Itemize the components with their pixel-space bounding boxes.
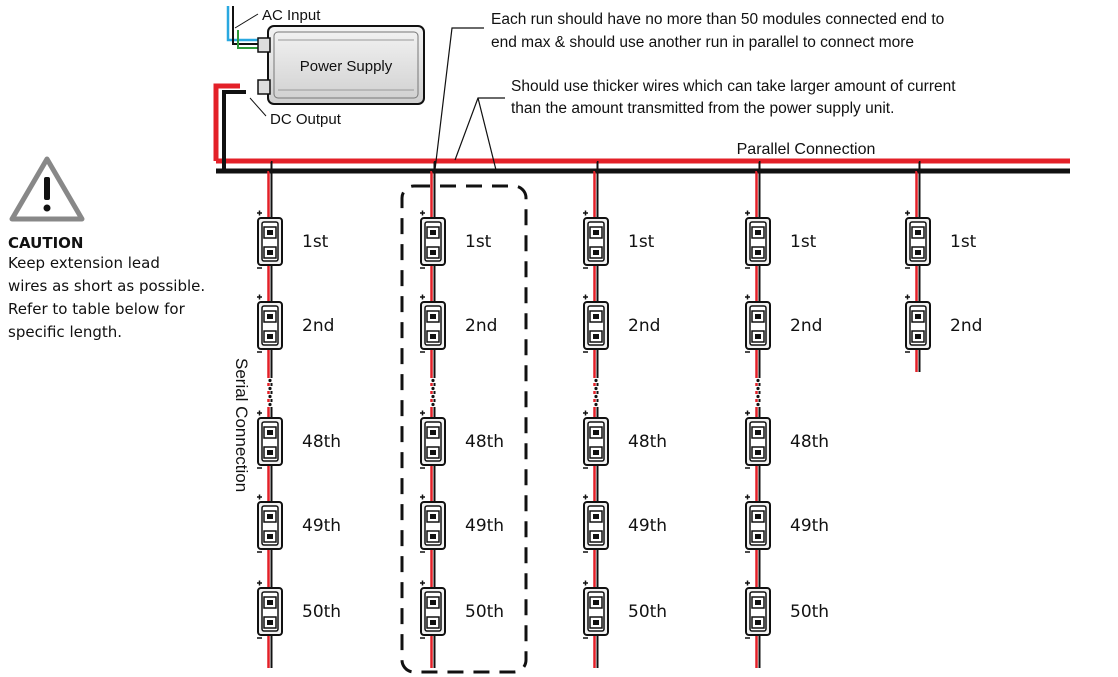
bus-junction	[592, 158, 597, 164]
led-module	[582, 209, 609, 269]
module-position-label: 2nd	[302, 316, 334, 336]
led-module	[419, 209, 446, 269]
led-module	[419, 409, 446, 469]
caution-line-4: specific length.	[8, 323, 123, 341]
bus-junction	[269, 168, 274, 174]
led-module	[419, 493, 446, 553]
module-position-label: 50th	[790, 602, 829, 622]
led-module	[582, 293, 609, 353]
caution-line-1: Keep extension lead	[8, 254, 160, 272]
module-position-label: 50th	[302, 602, 341, 622]
module-position-label: 49th	[790, 516, 829, 536]
module-position-label: 2nd	[628, 316, 660, 336]
led-module	[744, 293, 771, 353]
module-position-label: 2nd	[950, 316, 982, 336]
power-supply-label: Power Supply	[300, 58, 393, 75]
module-position-label: 1st	[790, 232, 817, 252]
bus-junction	[432, 168, 437, 174]
module-position-label: 48th	[790, 432, 829, 452]
run-2: 1st 2nd 48th 49th 50th	[419, 158, 504, 668]
module-position-label: 48th	[302, 432, 341, 452]
ellipsis-dots	[754, 378, 762, 407]
module-position-label: 49th	[302, 516, 341, 536]
module-position-label: 50th	[465, 602, 504, 622]
module-position-label: 49th	[628, 516, 667, 536]
led-module	[256, 579, 283, 639]
led-module	[582, 409, 609, 469]
caution-line-2: wires as short as possible.	[8, 277, 206, 295]
run-limit-note-line-2: end max & should use another run in para…	[491, 34, 914, 51]
ac-input-label: AC Input	[262, 7, 321, 24]
module-position-label: 1st	[950, 232, 977, 252]
led-module	[744, 493, 771, 553]
thick-wires-note-line-2: than the amount transmitted from the pow…	[511, 100, 894, 117]
warning-triangle-icon	[9, 156, 85, 222]
led-module	[904, 293, 931, 353]
bus-junction	[914, 158, 919, 164]
run-5: 1st 2nd	[904, 158, 982, 372]
highlighted-run-box	[400, 184, 528, 674]
ac-wire-neutral	[232, 6, 262, 45]
module-position-label: 1st	[465, 232, 492, 252]
led-module	[582, 579, 609, 639]
bus-junction	[757, 168, 762, 174]
led-module	[744, 409, 771, 469]
module-position-label: 48th	[465, 432, 504, 452]
led-module	[582, 493, 609, 553]
dc-positive-lead	[213, 83, 240, 161]
dc-output-label: DC Output	[270, 111, 342, 128]
module-position-label: 2nd	[790, 316, 822, 336]
dc-output-pointer	[249, 97, 267, 117]
thick-wires-note-line-1: Should use thicker wires which can take …	[511, 78, 956, 95]
ac-input-pointer	[234, 13, 259, 29]
caution-note: CAUTION Keep extension lead wires as sho…	[8, 230, 268, 344]
caution-title: CAUTION	[8, 234, 84, 252]
bus-junction	[266, 158, 271, 164]
bus-junction	[429, 158, 434, 164]
dc-negative-lead	[222, 90, 246, 171]
led-module	[419, 579, 446, 639]
module-position-label: 50th	[628, 602, 667, 622]
run-limit-note-pointer	[433, 27, 484, 179]
module-position-label: 1st	[302, 232, 329, 252]
run-1: 1st 2nd 48th 49th 50th	[256, 158, 341, 668]
bus-junction	[754, 158, 759, 164]
module-position-label: 2nd	[465, 316, 497, 336]
ellipsis-dots	[592, 378, 600, 407]
led-module	[744, 209, 771, 269]
bus-junction	[917, 168, 922, 174]
thick-wires-note-pointer-2	[477, 97, 497, 171]
parallel-connection-label: Parallel Connection	[737, 141, 876, 158]
module-position-label: 49th	[465, 516, 504, 536]
led-module	[256, 409, 283, 469]
run-4: 1st 2nd 48th 49th 50th	[744, 158, 829, 668]
serial-connection-label: Serial Connection	[232, 358, 251, 492]
bus-junction	[595, 168, 600, 174]
run-3: 1st 2nd 48th 49th 50th	[582, 158, 667, 668]
ac-wire-ground	[237, 30, 262, 49]
ellipsis-dots	[266, 378, 274, 407]
ac-wire-live	[226, 6, 262, 42]
ellipsis-dots	[429, 378, 437, 407]
module-position-label: 48th	[628, 432, 667, 452]
run-limit-note-line-1: Each run should have no more than 50 mod…	[491, 11, 944, 28]
led-module	[256, 493, 283, 553]
module-position-label: 1st	[628, 232, 655, 252]
led-module	[419, 293, 446, 353]
led-module	[744, 579, 771, 639]
led-module	[904, 209, 931, 269]
power-supply-unit	[257, 25, 425, 105]
caution-line-3: Refer to table below for	[8, 300, 185, 318]
